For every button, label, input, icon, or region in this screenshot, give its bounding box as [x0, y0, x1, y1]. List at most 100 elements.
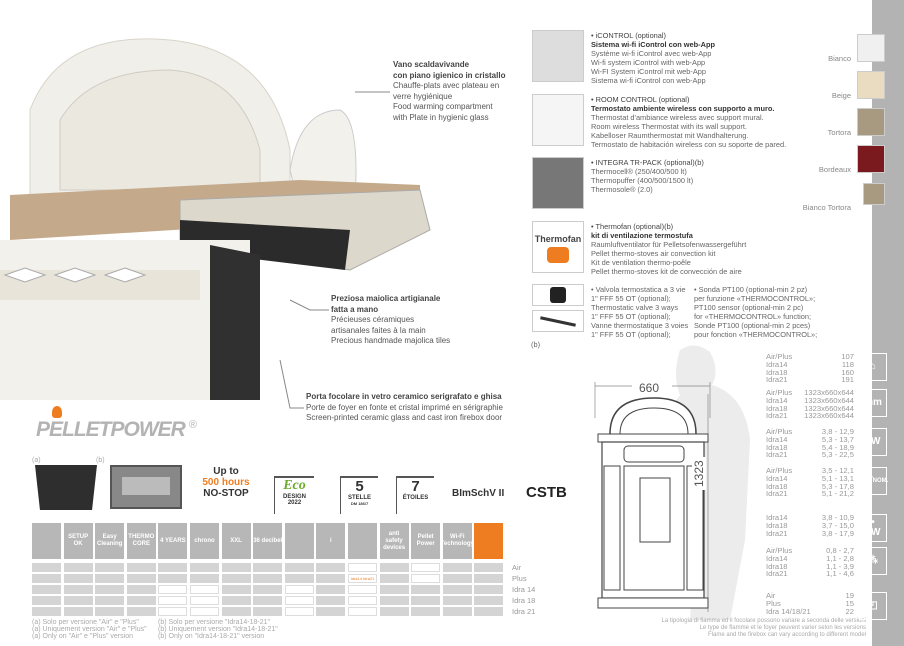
- wifi-icon: Wi-Fi Technology: [442, 523, 472, 559]
- table-cell: [379, 585, 409, 594]
- table-cell: [190, 574, 219, 583]
- table-cell: [474, 574, 504, 583]
- callout-line: Precious handmade majolica tiles: [331, 336, 451, 345]
- table-cell: [190, 585, 219, 594]
- table-cell: [190, 607, 219, 616]
- spec-value: 191: [841, 376, 854, 385]
- table-cell: [379, 574, 409, 583]
- spec-value: 15: [845, 599, 854, 608]
- table-cell: [190, 563, 219, 572]
- table-cell: [95, 563, 125, 572]
- italy-icon: [474, 523, 504, 559]
- spec-value: 5,1 - 21,2: [821, 490, 854, 499]
- footnote-line: (b) Only on "Idra14-18-21" version: [158, 633, 265, 640]
- table-cell: [316, 585, 346, 594]
- table-cell: [348, 607, 377, 616]
- stove-drawing: [594, 379, 711, 612]
- badge-line: DM 186/7: [350, 501, 369, 506]
- drawing-width: 660: [636, 381, 663, 395]
- option-line: Wi-FI System iControl mit web-App: [591, 67, 706, 76]
- color-swatch-4: [863, 183, 885, 205]
- table-cell: [126, 596, 156, 605]
- note-line: Flame and the firebox can vary according…: [708, 632, 866, 638]
- option-line: 1" FFF 55 OT (optional);: [591, 294, 671, 303]
- table-cell: [411, 596, 441, 605]
- feature-label: i: [330, 537, 332, 544]
- callout-line: Précieuses céramiques: [331, 315, 415, 324]
- drawing-note: La tipologia di fiamma ed il focolare po…: [600, 618, 866, 639]
- spec-model: Idra18: [766, 482, 788, 491]
- safety-devices-icon: anti safety devices: [379, 523, 409, 559]
- option-line: • Sonda PT100 (optional-min 2 pz): [694, 285, 808, 294]
- footnote-line: (a) Solo per versione "Air" e "Plus": [32, 619, 139, 626]
- table-cell: [379, 607, 409, 616]
- badge-line: 2022: [287, 500, 302, 506]
- table-cell: [411, 585, 441, 594]
- table-cell: [63, 563, 93, 572]
- option-title: • Thermofan (optional)(b): [591, 222, 674, 231]
- table-cell: [348, 585, 377, 594]
- option-line: PT100 sensor (optional-min 2 pc): [694, 303, 804, 312]
- color-swatch-2: [857, 108, 885, 136]
- table-cell: [158, 585, 188, 594]
- color-label: Bordeaux: [818, 165, 851, 174]
- spec-value: 107: [841, 353, 854, 361]
- table-cell: [158, 563, 188, 572]
- spec-value: 22: [845, 607, 854, 616]
- table-cell: [63, 574, 93, 583]
- table-cell: [32, 585, 61, 594]
- spec-value: 5,3 - 13,7: [821, 435, 854, 444]
- table-cell: [190, 596, 219, 605]
- table-row-label: Plus: [512, 574, 527, 583]
- callout-line: Porte de foyer en fonte et cristal impri…: [306, 402, 503, 412]
- badge-line: DESIGN: [282, 494, 306, 500]
- footnote-b: (b) Solo per versione "Idra14-18-21" (b)…: [158, 619, 278, 640]
- badge-500-hours: Up to 500 hours NO-STOP: [196, 466, 256, 499]
- spec-value: 3,8 - 17,9: [821, 529, 854, 538]
- spec-model: Idra14: [766, 396, 788, 405]
- table-cell: [158, 596, 188, 605]
- table-cell: Idra14 Idra21: [348, 574, 377, 583]
- drawing-height: 1323: [692, 457, 706, 490]
- table-cell: [379, 563, 409, 572]
- table-cell: [126, 607, 156, 616]
- feature-label: 36 decibel: [253, 537, 283, 544]
- stove-photo: [0, 0, 440, 400]
- table-cell: [348, 563, 377, 572]
- table-cell: [442, 574, 472, 583]
- option-line: 1" FFF 55 OT (optional);: [591, 312, 671, 321]
- spec-value: 5,1 - 13,1: [821, 474, 854, 483]
- feature-label: 4 YEARS: [160, 537, 186, 544]
- color-swatch-1: [857, 71, 885, 99]
- spec-value: 5,3 - 17,8: [821, 482, 854, 491]
- spec-model: Idra14: [766, 474, 788, 483]
- table-cell: [284, 574, 314, 583]
- side-strip: [872, 0, 904, 646]
- option-line: Thermostat d'ambiance wireless avec supp…: [591, 113, 764, 122]
- spec-value: 3,8 - 12,9: [821, 428, 854, 436]
- feature-label: chrono: [194, 537, 215, 544]
- table-cell: [221, 607, 251, 616]
- spec-value: 5,4 - 18,9: [821, 443, 854, 452]
- spec-value: 5,3 - 22,5: [821, 451, 854, 460]
- tank-icon: ◰: [859, 592, 887, 620]
- footnote-line: (a) Uniquement version "Air" e "Plus": [32, 626, 147, 633]
- table-cell: [474, 596, 504, 605]
- feature-label: Wi-Fi Technology: [443, 534, 472, 547]
- spec-model: Idra18: [766, 368, 788, 377]
- badge-7-etoiles: 7 ÉTOILES: [396, 476, 434, 514]
- callout-title: Porta focolare in vetro ceramico serigra…: [306, 392, 502, 401]
- color-label: Beige: [831, 91, 851, 100]
- house-icon: ⌂: [859, 353, 887, 381]
